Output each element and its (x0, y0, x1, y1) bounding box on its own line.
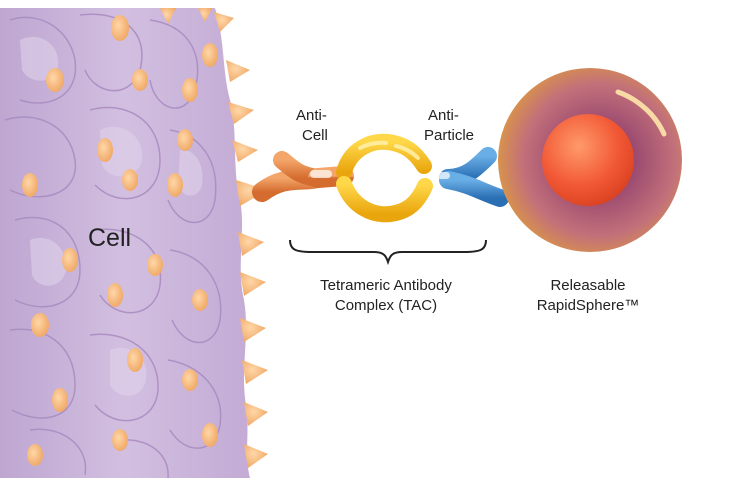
antigen (242, 360, 268, 384)
rapidsphere-particle (498, 68, 682, 252)
antigen (177, 129, 193, 151)
antigen (27, 444, 43, 466)
tac-label-line2: Complex (TAC) (335, 297, 437, 314)
antigen (238, 232, 264, 256)
antigen (147, 254, 163, 276)
tetrameric-complex (336, 133, 433, 223)
antigen (122, 169, 138, 191)
antigen (214, 12, 234, 32)
antigen (192, 289, 208, 311)
membrane-antigens (160, 8, 268, 468)
antigen (127, 348, 143, 372)
antigen (62, 248, 78, 272)
antigen (232, 140, 258, 162)
cell-tissue (0, 8, 250, 479)
antigen (182, 78, 198, 102)
antigen (244, 444, 268, 468)
anti-cell-antibody (252, 151, 354, 202)
antigen (46, 68, 64, 92)
antigen (244, 402, 268, 426)
tac-label-line1: Tetrameric Antibody (320, 277, 452, 294)
antigen (202, 423, 218, 447)
antigen (228, 102, 254, 124)
antigen (160, 8, 176, 24)
antigen (182, 369, 198, 391)
antigen (112, 429, 128, 451)
anti-cell-label-line2: Cell (302, 127, 328, 144)
antigen (107, 283, 123, 307)
complex-brace (289, 239, 487, 266)
anti-particle-label-line2: Particle (424, 127, 474, 144)
anti-particle-antibody (414, 147, 509, 207)
antigen (226, 60, 250, 82)
antigen (52, 388, 68, 412)
antigen (111, 15, 129, 41)
antigen (240, 318, 266, 342)
antigen (31, 313, 49, 337)
sphere-label-line1: Releasable (550, 277, 625, 294)
antigen (198, 8, 212, 22)
cell-antigens (22, 15, 218, 466)
antigen (22, 173, 38, 197)
anti-particle-label-line1: Anti- (428, 107, 459, 124)
antigen (240, 272, 266, 296)
antigen (167, 173, 183, 197)
anti-cell-label-line1: Anti- (296, 107, 327, 124)
cell-outlines (4, 13, 222, 479)
cell-body (0, 8, 250, 478)
antigen (236, 180, 268, 206)
antigen (202, 43, 218, 67)
sphere-inner (542, 114, 634, 206)
cell-label: Cell (88, 224, 131, 252)
antigen (97, 138, 113, 162)
sphere-label-line2: RapidSphere™ (537, 297, 640, 314)
antigen (132, 69, 148, 91)
